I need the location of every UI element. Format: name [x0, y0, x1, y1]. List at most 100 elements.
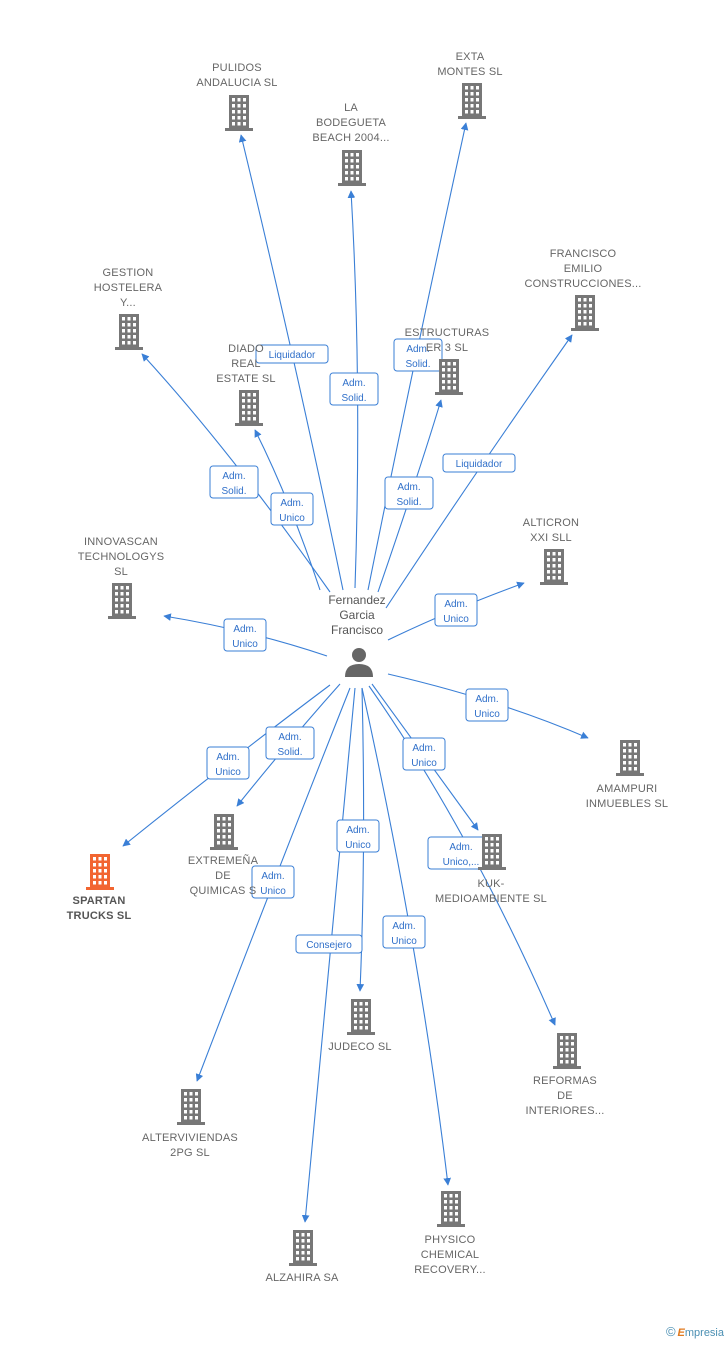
company-name-line: Y... [120, 297, 136, 309]
edge-label-diado[interactable]: Adm.Unico [270, 492, 314, 526]
company-node-alzahira[interactable]: ALZAHIRA SA [265, 1230, 339, 1284]
edge-label-text: Unico [260, 886, 286, 897]
edge-label-text: Adm. [406, 344, 429, 355]
edge-label-judeco[interactable]: Adm.Unico [336, 819, 380, 853]
edge-label-text: Adm. [449, 842, 472, 853]
edge-label-text: Adm. [392, 921, 415, 932]
building-icon[interactable] [225, 95, 253, 131]
building-icon[interactable] [86, 854, 114, 890]
edge-label-altervivi[interactable]: Adm. Unico [251, 865, 295, 899]
edge-label-estructuras[interactable]: Adm.Solid. [384, 476, 434, 510]
edge-label-exta[interactable]: Adm. Solid. [393, 338, 443, 372]
building-icon[interactable] [553, 1033, 581, 1069]
edge-label-text: Unico,... [443, 857, 480, 868]
edge-label-francisco[interactable]: Liquidador [442, 453, 516, 473]
edge-labels-layer: LiquidadorAdm.Solid.Adm.Solid.Adm.Solid.… [206, 338, 516, 954]
building-icon[interactable] [235, 390, 263, 426]
building-icon[interactable] [458, 83, 486, 119]
company-name-line: INMUEBLES SL [586, 798, 668, 810]
edge-label-text: Solid. [405, 359, 430, 370]
person-icon[interactable] [345, 648, 373, 677]
edge-label-text: Unico [411, 758, 437, 769]
brand-watermark: ©Empresia [666, 1324, 724, 1339]
edge-label-text: Unico [443, 614, 469, 625]
edge-label-extremena[interactable]: Adm.Solid. [265, 726, 315, 760]
company-name-line: FRANCISCO [550, 248, 617, 260]
building-icon[interactable] [478, 834, 506, 870]
building-icon[interactable] [571, 295, 599, 331]
company-name-line: MONTES SL [437, 66, 502, 78]
building-icon[interactable] [177, 1089, 205, 1125]
edge-label-text: Solid. [396, 497, 421, 508]
company-name-line: CHEMICAL [421, 1249, 479, 1261]
building-icon[interactable] [616, 740, 644, 776]
edge-label-text: Adm. [261, 871, 284, 882]
building-icon[interactable] [210, 814, 238, 850]
company-name-line: REAL [231, 358, 261, 370]
company-node-reformas[interactable]: REFORMASDEINTERIORES... [526, 1033, 605, 1117]
edge-label-bodegueta[interactable]: Adm.Solid. [329, 372, 379, 406]
edge-label-alticron[interactable]: Adm. Unico [434, 593, 478, 627]
person-name-line: Francisco [331, 623, 383, 637]
edge-label-text: Adm. [444, 599, 467, 610]
company-name-line: TECHNOLOGYS [78, 551, 165, 563]
company-name-line: SL [114, 566, 128, 578]
building-icon[interactable] [338, 150, 366, 186]
company-node-judeco[interactable]: JUDECO SL [328, 999, 392, 1053]
edge-label-text: Unico [215, 767, 241, 778]
edge-label-pulidos[interactable]: Liquidador [255, 344, 329, 364]
building-icon[interactable] [347, 999, 375, 1035]
company-node-physico[interactable]: PHYSICO CHEMICAL RECOVERY... [414, 1191, 486, 1276]
edge-pulidos [238, 134, 344, 591]
edge-label-kuk[interactable]: Adm.Unico [402, 737, 446, 771]
building-icon[interactable] [115, 314, 143, 350]
company-name-line: RECOVERY... [414, 1264, 486, 1276]
edge-label-innovascan[interactable]: Adm.Unico [223, 618, 267, 652]
company-name-line: REFORMAS [533, 1075, 597, 1087]
company-name-line: LA [344, 102, 358, 114]
company-node-exta[interactable]: EXTA MONTES SL [437, 51, 502, 119]
edge-label-text: Adm. [233, 624, 256, 635]
edge-francisco [385, 334, 573, 609]
company-node-gestion[interactable]: GESTIONHOSTELERAY... [94, 267, 163, 350]
edge-label-amampuri[interactable]: Adm.Unico [465, 688, 509, 722]
edge-label-physico[interactable]: Adm.Unico [382, 915, 426, 949]
company-name-line: SPARTAN [73, 895, 126, 907]
company-node-francisco[interactable]: FRANCISCOEMILIOCONSTRUCCIONES... [524, 248, 641, 331]
edge-label-text: Solid. [221, 486, 246, 497]
building-icon[interactable] [108, 583, 136, 619]
company-name-line: EMILIO [564, 263, 603, 275]
building-icon[interactable] [437, 1191, 465, 1227]
edge-label-gestion[interactable]: Adm.Solid. [209, 465, 259, 499]
company-name-line: ESTATE SL [216, 373, 275, 385]
building-icon[interactable] [540, 549, 568, 585]
edge-label-text: Adm. [280, 498, 303, 509]
company-node-kuk[interactable]: KUK-MEDIOAMBIENTE SL [435, 834, 547, 905]
edge-gestion [141, 353, 331, 593]
building-icon[interactable] [435, 359, 463, 395]
edge-label-text: Adm. [278, 732, 301, 743]
edge-label-alzahira[interactable]: Consejero [295, 934, 363, 954]
edge-label-spartan[interactable]: Adm.Unico [206, 746, 250, 780]
company-name-line: EXTA [456, 51, 485, 63]
person-name-line: Fernandez [328, 593, 385, 607]
building-icon[interactable] [289, 1230, 317, 1266]
company-name-line: GESTION [103, 267, 154, 279]
company-name-line: INNOVASCAN [84, 536, 158, 548]
company-name-line: ER 3 SL [426, 342, 468, 354]
company-name-line: PHYSICO [425, 1234, 476, 1246]
company-name-line: QUIMICAS S [190, 885, 257, 897]
company-name-line: KUK- [477, 878, 504, 890]
company-node-innovascan[interactable]: INNOVASCAN TECHNOLOGYS SL [78, 536, 165, 619]
